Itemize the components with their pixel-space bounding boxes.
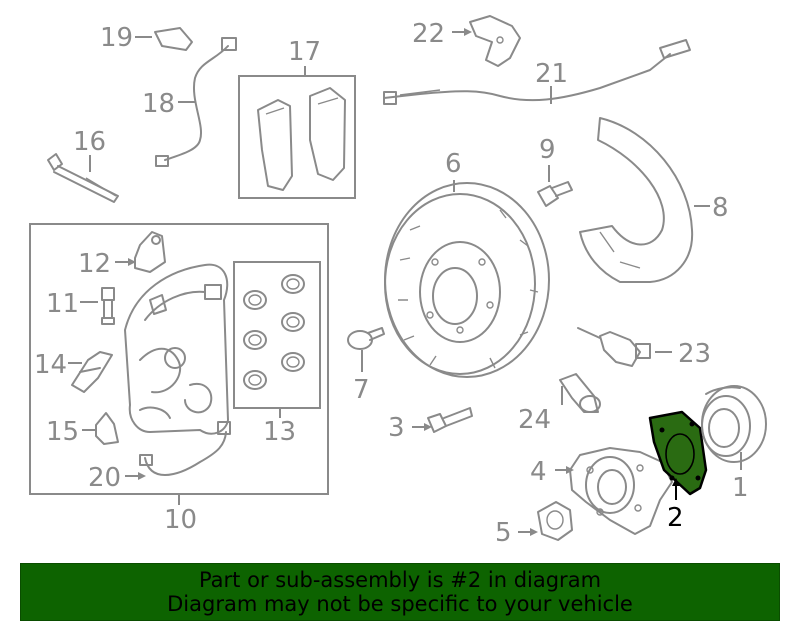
brake-pads	[257, 87, 346, 191]
brake-hose	[139, 421, 231, 476]
pad-clip	[95, 412, 119, 445]
callout-20: 20	[88, 463, 121, 493]
sensor-bolt	[559, 373, 601, 413]
anti-rattle-spring	[71, 351, 113, 393]
callout-24: 24	[518, 405, 551, 435]
callout-21: 21	[535, 59, 568, 89]
caliper-bracket	[134, 231, 166, 273]
callout-15: 15	[46, 417, 79, 447]
shield-bolt	[537, 181, 573, 207]
callout-5: 5	[495, 518, 512, 548]
rotor-screw	[347, 327, 385, 350]
abs-sensor	[577, 327, 651, 367]
callout-11: 11	[46, 289, 79, 319]
banner-line-2: Diagram may not be specific to your vehi…	[167, 592, 633, 616]
hub-nut	[537, 501, 573, 541]
callout-13: 13	[263, 417, 296, 447]
callout-23: 23	[678, 339, 711, 369]
wheel-bearing	[701, 385, 767, 463]
callout-17: 17	[288, 37, 321, 67]
callout-12: 12	[78, 249, 111, 279]
callout-18: 18	[142, 89, 175, 119]
callout-22: 22	[412, 19, 445, 49]
bleeder-screw	[101, 287, 115, 325]
wheel-bolt	[427, 407, 473, 433]
wear-sensor	[155, 37, 237, 167]
callout-7: 7	[353, 375, 370, 405]
line-bracket	[469, 15, 521, 67]
callout-1: 1	[732, 473, 749, 503]
brake-rotor	[384, 182, 550, 378]
brake-line	[383, 39, 691, 105]
callout-4: 4	[530, 457, 547, 487]
callout-6: 6	[445, 149, 462, 179]
seal-kit-box	[233, 261, 321, 409]
callout-2: 2	[667, 503, 684, 533]
info-banner: Part or sub-assembly is #2 in diagram Di…	[20, 563, 780, 621]
sensor-bracket	[154, 27, 193, 51]
callout-19: 19	[100, 23, 133, 53]
callout-14: 14	[34, 350, 67, 380]
highlighted-part-2[interactable]	[648, 410, 708, 496]
banner-line-1: Part or sub-assembly is #2 in diagram	[198, 568, 602, 592]
wheel-hub	[569, 447, 673, 535]
callout-8: 8	[712, 193, 729, 223]
piston-seals	[243, 274, 305, 390]
callout-9: 9	[539, 135, 556, 165]
callout-16: 16	[73, 127, 106, 157]
parts-diagram: 10 11 12 14 15	[29, 15, 767, 548]
caliper-bolt	[47, 153, 119, 203]
callout-3: 3	[388, 413, 405, 443]
dust-shield	[579, 117, 694, 283]
callout-10: 10	[164, 505, 197, 535]
brake-pads-box	[238, 75, 356, 199]
brake-caliper	[124, 263, 229, 435]
